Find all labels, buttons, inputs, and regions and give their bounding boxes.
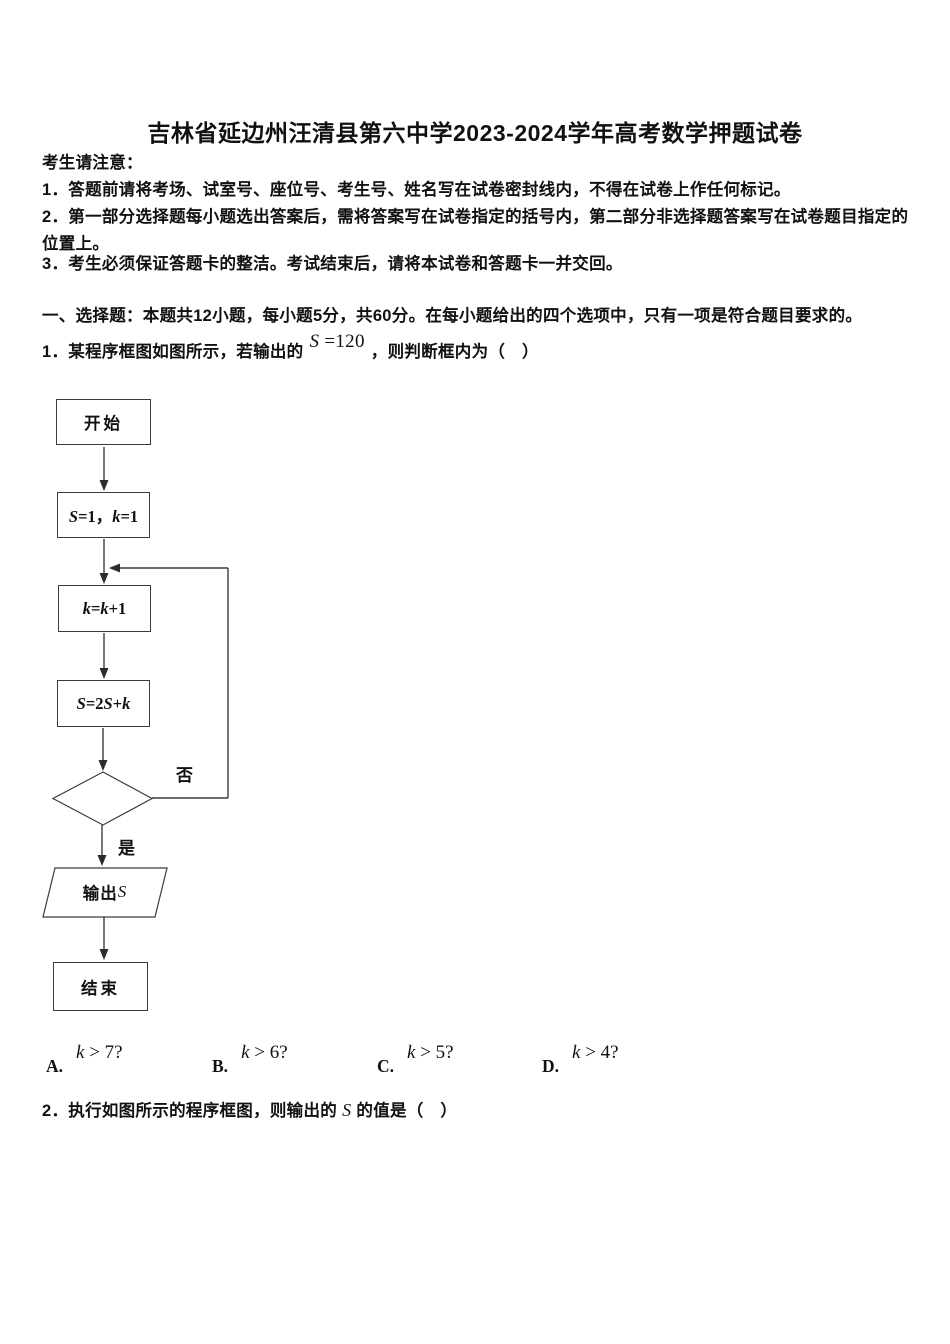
arrowhead-icon: [99, 480, 109, 491]
option-b: B. k > 6?: [212, 1042, 288, 1076]
option-c-letter: C.: [377, 1056, 395, 1076]
flowchart-end-box: 结束: [53, 962, 148, 1011]
page-title: 吉林省延边州汪清县第六中学2023-2024学年高考数学押题试卷: [147, 120, 803, 146]
question-1-math: S =120: [309, 331, 365, 352]
notice-item-3: 3．考生必须保证答题卡的整洁。考试结束后，请将本试卷和答题卡一并交回。: [42, 255, 623, 273]
question-1: 1．某程序框图如图所示，若输出的 S =120 ，则判断框内为（ ）: [42, 331, 914, 366]
arrowhead-icon: [98, 760, 108, 771]
option-b-letter: B.: [212, 1056, 229, 1076]
arrowhead-icon: [99, 949, 109, 960]
flowchart-accumulate-label: S=2S+k: [76, 693, 131, 713]
question-2-math: S: [342, 1100, 352, 1120]
flowchart-start-box: 开始: [56, 399, 151, 445]
flowchart-init-box: S=1，k=1: [57, 492, 150, 538]
flowchart-init-label: S=1，k=1: [68, 507, 139, 526]
arrowhead-icon: [99, 668, 109, 679]
arrowhead-icon: [97, 855, 107, 866]
flowchart-accumulate-box: S=2S+k: [57, 680, 150, 727]
flowchart-increment-label: k=k+1: [82, 598, 127, 618]
option-c: C. k > 5?: [377, 1042, 454, 1076]
decision-diamond: [51, 771, 154, 826]
notice-heading: 考生请注意：: [42, 154, 143, 172]
option-a-math: k > 7?: [76, 1042, 123, 1063]
option-a-letter: A.: [46, 1056, 64, 1076]
arrowhead-icon: [109, 563, 120, 573]
option-d: D. k > 4?: [542, 1042, 619, 1076]
flowchart-no-label: 否: [176, 766, 193, 785]
option-d-letter: D.: [542, 1056, 560, 1076]
flowchart-end-label: 结束: [81, 979, 120, 998]
option-b-math: k > 6?: [241, 1042, 288, 1063]
question-1-suffix: ，则判断框内为（ ）: [370, 343, 539, 361]
flowchart-start-label: 开始: [84, 415, 123, 433]
notice-item-1: 1．答题前请将考场、试室号、座位号、考生号、姓名写在试卷密封线内，不得在试卷上作…: [42, 181, 791, 199]
question-2-prefix: 2．执行如图所示的程序框图，则输出的: [42, 1102, 338, 1120]
arrowhead-icon: [99, 573, 109, 584]
option-d-math: k > 4?: [572, 1042, 619, 1063]
option-c-math: k > 5?: [407, 1042, 454, 1063]
question-2-suffix: 的值是（ ）: [356, 1102, 458, 1120]
section-heading: 一、选择题：本题共12小题，每小题5分，共60分。在每小题给出的四个选项中，只有…: [42, 307, 863, 325]
notice-item-2: 2．第一部分选择题每小题选出答案后，需将答案写在试卷指定的括号内，第二部分非选择…: [42, 208, 909, 253]
option-a: A. k > 7?: [46, 1042, 123, 1076]
output-parallelogram: [42, 867, 168, 918]
question-1-prefix: 1．某程序框图如图所示，若输出的: [42, 343, 304, 361]
flowchart-increment-box: k=k+1: [58, 585, 151, 632]
flowchart-yes-label: 是: [118, 839, 135, 858]
